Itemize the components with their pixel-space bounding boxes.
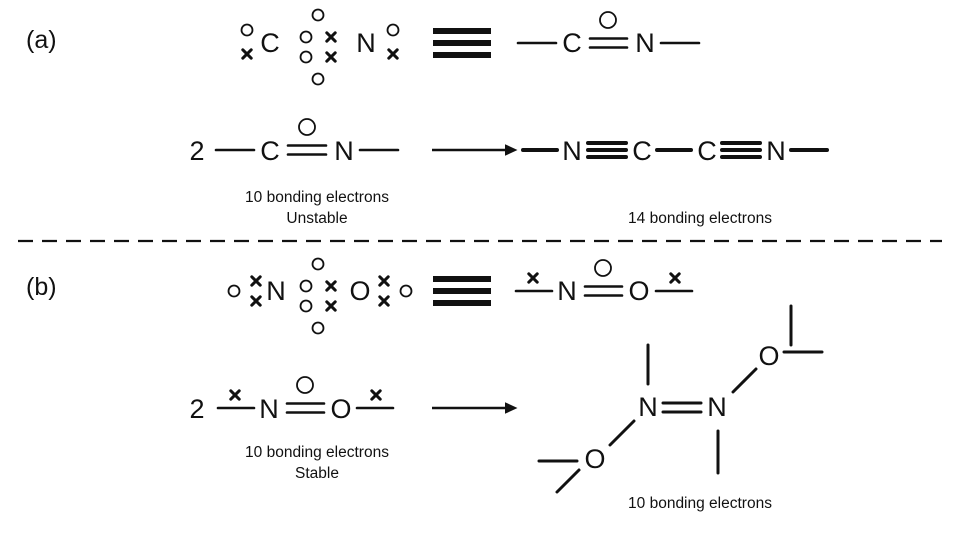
caption-bonding-electrons: 14 bonding electrons bbox=[628, 210, 772, 227]
caption-bonding-electrons: 10 bonding electrons bbox=[245, 444, 389, 461]
electron-circle-icon bbox=[299, 299, 313, 313]
atom-label-o: O bbox=[349, 276, 370, 306]
electron-cross-icon bbox=[325, 31, 337, 43]
equivalence-bar bbox=[433, 40, 491, 46]
electron-circle-icon bbox=[299, 279, 313, 293]
caption-stability: Unstable bbox=[286, 210, 347, 227]
electron-cross-icon bbox=[241, 48, 253, 60]
single-bond bbox=[731, 367, 758, 394]
electron-circle-icon bbox=[299, 30, 313, 44]
atom-label-c: C bbox=[632, 136, 652, 166]
electron-cross-icon bbox=[325, 300, 337, 312]
equivalence-bar bbox=[433, 300, 491, 306]
electron-circle-icon bbox=[311, 8, 325, 22]
atom-label-n: N bbox=[562, 136, 582, 166]
electron-cross-icon bbox=[325, 51, 337, 63]
atom-label-n: N bbox=[557, 276, 577, 306]
reactant-cn-formula: C N bbox=[214, 118, 400, 166]
electron-cross-icon bbox=[527, 272, 539, 284]
equivalence-bar bbox=[433, 28, 491, 34]
electron-circle-icon bbox=[311, 72, 325, 86]
atom-label-c: C bbox=[260, 28, 280, 58]
caption-bonding-electrons: 10 bonding electrons bbox=[628, 495, 772, 512]
atom-label-c: C bbox=[562, 28, 582, 58]
electron-cross-icon bbox=[669, 272, 681, 284]
caption-bonding-electrons: 10 bonding electrons bbox=[245, 189, 389, 206]
lone-pair-circle-icon bbox=[296, 376, 314, 394]
electron-cross-icon bbox=[250, 295, 262, 307]
electron-cross-icon bbox=[250, 275, 262, 287]
equivalence-bar bbox=[433, 52, 491, 58]
atom-label-n: N bbox=[356, 28, 376, 58]
lone-pair-circle-icon bbox=[599, 11, 617, 29]
electron-circle-icon bbox=[386, 23, 400, 37]
electron-circle-icon bbox=[227, 284, 241, 298]
caption-stability: Stable bbox=[295, 465, 339, 482]
reaction-arrow-a bbox=[432, 144, 518, 156]
atom-label-o: O bbox=[584, 444, 605, 474]
equivalence-symbol-b bbox=[433, 276, 491, 306]
structural-formula-no: N O bbox=[514, 259, 694, 306]
reactant-no-formula: N O bbox=[216, 376, 395, 424]
equivalence-bar bbox=[433, 288, 491, 294]
electron-circle-icon bbox=[399, 284, 413, 298]
atom-label-n: N bbox=[707, 392, 727, 422]
arrowhead-icon bbox=[505, 144, 518, 156]
section-b-label: (b) bbox=[26, 273, 57, 301]
atom-label-o: O bbox=[758, 341, 779, 371]
coefficient: 2 bbox=[189, 136, 204, 166]
structural-formula-cn: C N bbox=[516, 11, 701, 58]
electron-circle-icon bbox=[311, 257, 325, 271]
no-dimer-product: O N N O bbox=[537, 304, 824, 494]
electron-circle-icon bbox=[299, 50, 313, 64]
lone-pair-circle-icon bbox=[298, 118, 316, 136]
coefficient: 2 bbox=[189, 394, 204, 424]
single-bond bbox=[608, 419, 636, 447]
bond-stub bbox=[555, 468, 581, 494]
atom-label-c: C bbox=[697, 136, 717, 166]
electron-cross-icon bbox=[325, 280, 337, 292]
lewis-structure-cn: C N bbox=[240, 8, 400, 86]
electron-cross-icon bbox=[370, 389, 382, 401]
electron-circle-icon bbox=[240, 23, 254, 37]
arrowhead-icon bbox=[505, 402, 518, 414]
section-a-label: (a) bbox=[26, 26, 57, 54]
atom-label-n: N bbox=[766, 136, 786, 166]
atom-label-n: N bbox=[334, 136, 354, 166]
electron-circle-icon bbox=[311, 321, 325, 335]
atom-label-n: N bbox=[259, 394, 279, 424]
atom-label-c: C bbox=[260, 136, 280, 166]
atom-label-o: O bbox=[330, 394, 351, 424]
equivalence-symbol-a bbox=[433, 28, 491, 58]
section-b: (b) N O N bbox=[26, 257, 824, 512]
electron-cross-icon bbox=[378, 275, 390, 287]
atom-label-n: N bbox=[638, 392, 658, 422]
reaction-arrow-b bbox=[432, 402, 518, 414]
cyanogen-product: N C C N bbox=[521, 136, 829, 166]
atom-label-n: N bbox=[266, 276, 286, 306]
electron-cross-icon bbox=[387, 48, 399, 60]
dimerization-reaction-b: 2 N O O N bbox=[189, 304, 824, 494]
electron-cross-icon bbox=[229, 389, 241, 401]
section-a: (a) C N C N bbox=[26, 8, 829, 227]
electron-cross-icon bbox=[378, 295, 390, 307]
atom-label-o: O bbox=[628, 276, 649, 306]
atom-label-n: N bbox=[635, 28, 655, 58]
dimerization-reaction-a: 2 C N N C C bbox=[189, 118, 829, 166]
equivalence-bar bbox=[433, 276, 491, 282]
lewis-structure-no: N O bbox=[227, 257, 413, 335]
lone-pair-circle-icon bbox=[594, 259, 612, 277]
